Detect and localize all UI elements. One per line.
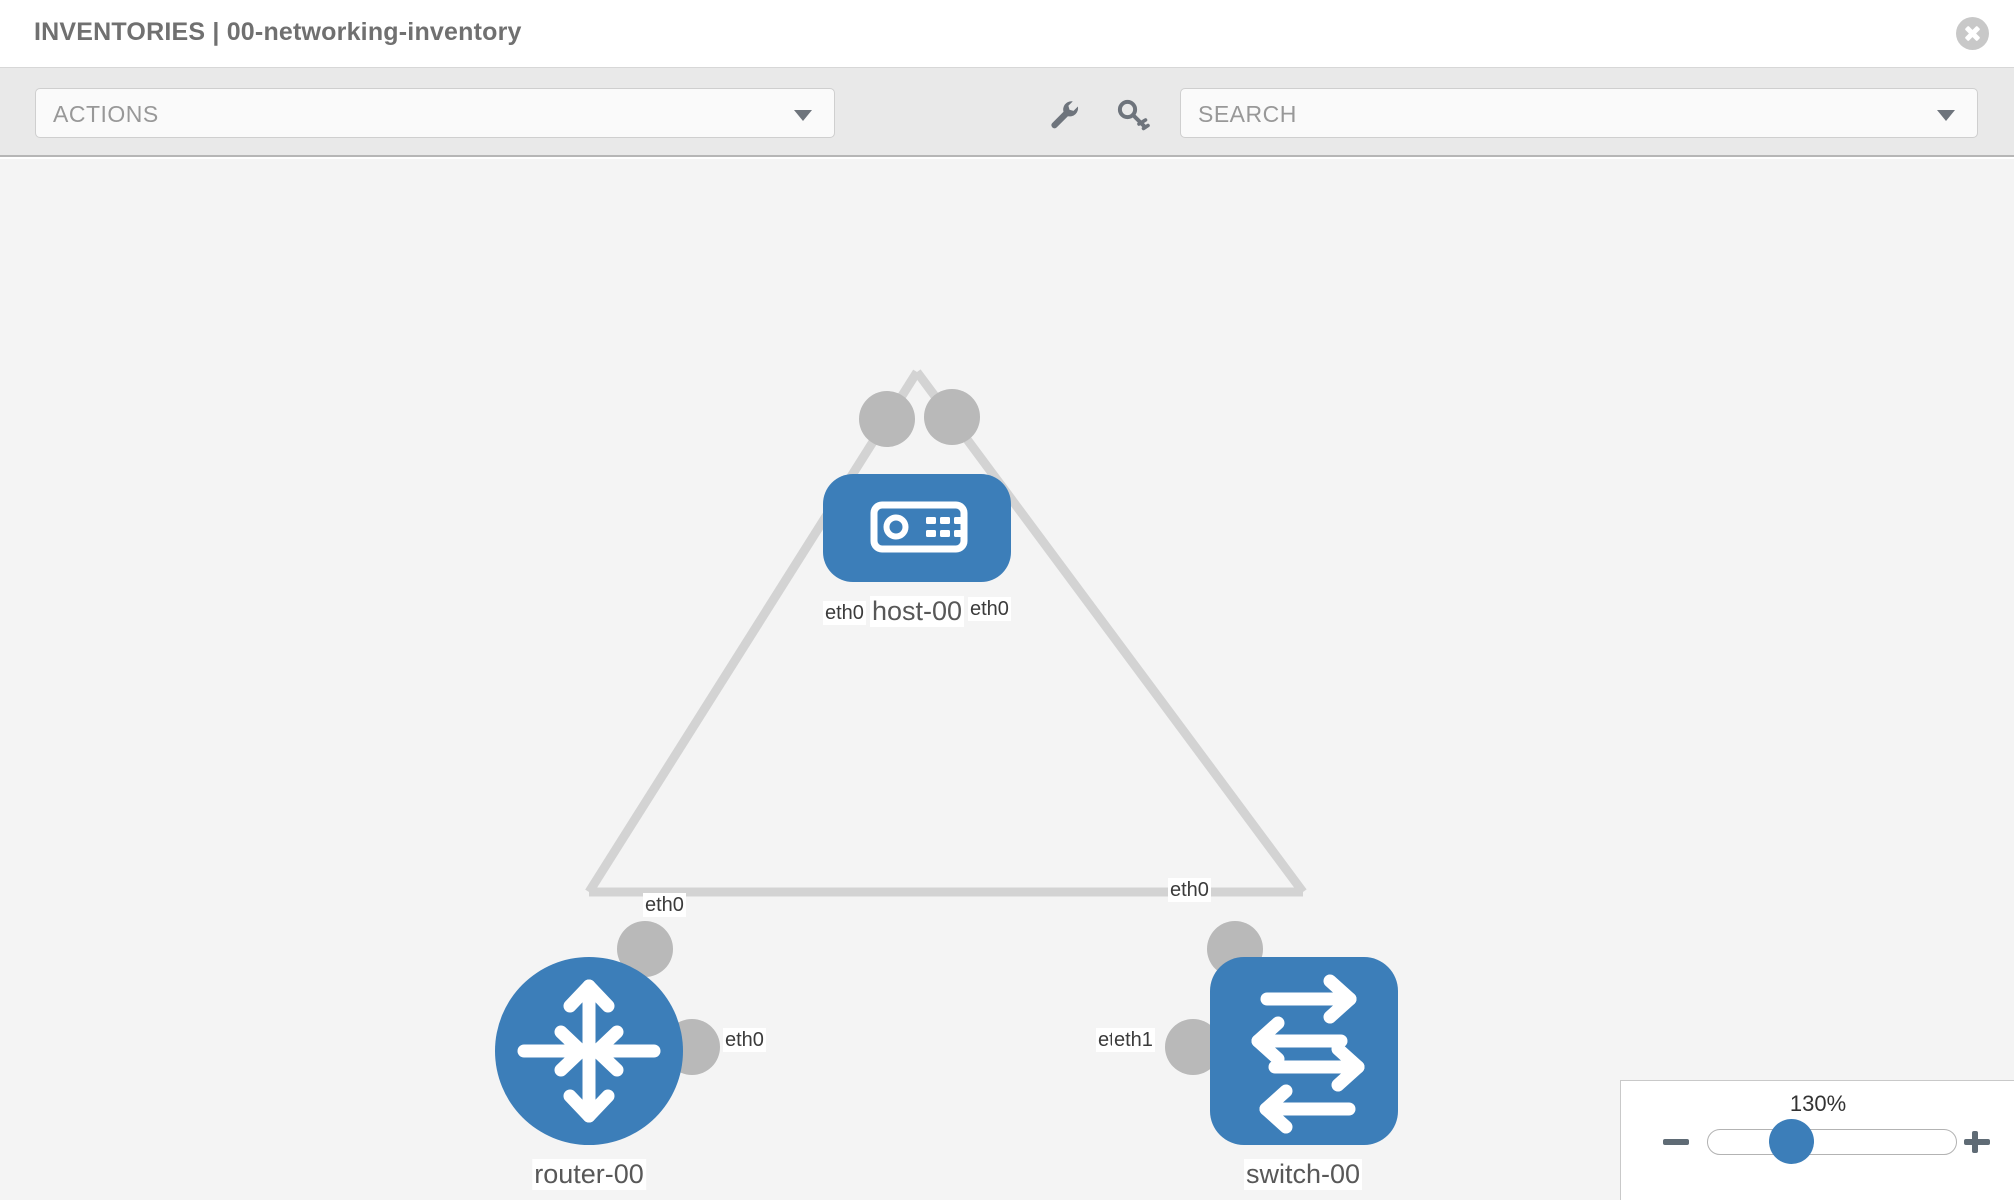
actions-dropdown[interactable]: ACTIONS	[35, 88, 835, 138]
interface-label: eth0	[823, 601, 866, 625]
interface-label: eth1	[1112, 1028, 1155, 1052]
node-router-00	[495, 957, 683, 1145]
zoom-level-label: 130%	[1789, 1091, 1847, 1116]
topology-canvas[interactable]: eth0 eth0 eth0 eth0 eth0 eth1 eth0 host-…	[0, 159, 2014, 1200]
close-icon[interactable]	[1956, 17, 1989, 50]
wrench-icon[interactable]	[1046, 96, 1082, 132]
connector-dot	[859, 391, 915, 447]
page-header: INVENTORIES | 00-networking-inventory	[0, 0, 2014, 68]
page-title: INVENTORIES | 00-networking-inventory	[34, 18, 522, 46]
interface-label: eth0	[968, 597, 1011, 621]
actions-dropdown-label: ACTIONS	[53, 101, 159, 127]
node-host-00	[823, 474, 1011, 582]
link-host-router	[585, 369, 921, 895]
switch-arrows-icon	[1251, 974, 1365, 1134]
server-icon	[870, 501, 968, 553]
node-label-router-00: router-00	[532, 1159, 646, 1191]
search-input[interactable]: SEARCH	[1180, 88, 1978, 138]
minus-icon[interactable]	[1661, 1127, 1691, 1157]
search-placeholder: SEARCH	[1198, 101, 1297, 127]
link-host-switch	[913, 369, 1307, 895]
plus-icon[interactable]	[1962, 1127, 1992, 1157]
node-label-host-00: host-00	[869, 596, 965, 628]
interface-label: eth0	[643, 893, 686, 917]
chevron-down-icon	[794, 110, 812, 121]
toolbar: ACTIONS SEARCH	[0, 68, 2014, 157]
zoom-slider[interactable]	[1707, 1129, 1957, 1155]
zoom-slider-thumb[interactable]	[1769, 1119, 1814, 1164]
zoom-control-panel: 130%	[1620, 1080, 2014, 1200]
router-arrows-icon	[517, 979, 661, 1123]
node-label-switch-00: switch-00	[1243, 1159, 1363, 1191]
connector-dot	[1165, 1019, 1221, 1075]
node-switch-00	[1210, 957, 1398, 1145]
chevron-down-icon	[1937, 110, 1955, 121]
key-icon[interactable]	[1114, 96, 1150, 132]
connector-dot	[924, 389, 980, 445]
interface-label: eth0	[723, 1028, 766, 1052]
topology-links	[585, 369, 1307, 897]
topology-graph	[495, 369, 1398, 1145]
interface-label: eth0	[1168, 878, 1211, 902]
connector-dot	[617, 921, 673, 977]
